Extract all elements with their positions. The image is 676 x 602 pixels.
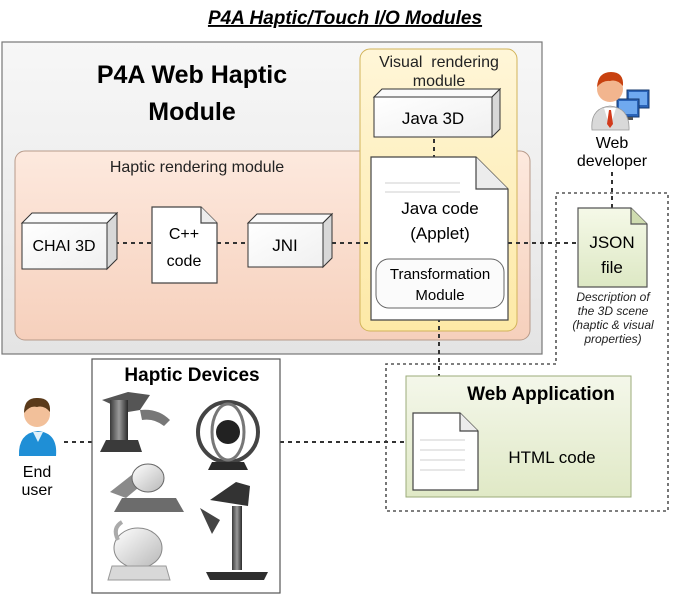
web-developer-line2: developer xyxy=(577,153,648,170)
html-code-document xyxy=(412,412,479,491)
transformation-line1: Transformation xyxy=(390,266,490,283)
visual-rendering-label-line1: Visual rendering xyxy=(379,54,499,71)
visual-rendering-label-line2: module xyxy=(413,73,466,90)
web-application-title: Web Application xyxy=(467,384,615,405)
diagram-title: P4A Haptic/Touch I/O Modules xyxy=(208,8,482,29)
haptic-rendering-label: Haptic rendering module xyxy=(110,159,284,176)
json-file-document: JSON file xyxy=(577,207,648,288)
json-description-line: (haptic & visual xyxy=(572,318,654,332)
jni-label: JNI xyxy=(272,236,298,255)
web-app-region-border xyxy=(385,192,669,512)
transformation-line2: Module xyxy=(415,287,464,304)
web-developer-figure: Web developer xyxy=(577,72,650,170)
json-file-line1: JSON xyxy=(589,233,634,252)
json-file-line2: file xyxy=(601,258,623,277)
cpp-code-document: C++ code xyxy=(151,206,218,284)
java-code-line2: (Applet) xyxy=(410,224,470,243)
end-user-line1: End xyxy=(23,464,51,481)
web-developer-person-icon xyxy=(591,72,630,131)
cpp-line1: C++ xyxy=(169,226,199,243)
json-description-line: the 3D scene xyxy=(578,304,649,318)
json-description-line: Description of xyxy=(576,290,651,304)
jni-cube: JNI xyxy=(246,212,334,269)
cpp-line2: code xyxy=(167,253,202,270)
end-user-person-icon xyxy=(18,397,57,456)
html-code-label: HTML code xyxy=(508,448,595,467)
haptic-device-icon xyxy=(100,392,268,581)
chai3d-cube: CHAI 3D xyxy=(20,211,119,271)
connector-lines xyxy=(64,139,613,443)
transformation-module-box xyxy=(375,258,505,309)
web-developer-line1: Web xyxy=(596,135,629,152)
java-code-document: Java code (Applet) Transformation Module xyxy=(370,156,509,321)
module-title-line1: P4A Web Haptic xyxy=(97,61,287,89)
chai3d-label: CHAI 3D xyxy=(32,238,95,255)
module-title-line2: Module xyxy=(148,98,236,126)
haptic-devices-title: Haptic Devices xyxy=(124,365,259,386)
end-user-line2: user xyxy=(21,482,53,499)
java-code-line1: Java code xyxy=(401,199,479,218)
json-description-line: properties) xyxy=(583,332,641,346)
java3d-cube: Java 3D xyxy=(372,87,502,139)
json-description: Description of the 3D scene (haptic & vi… xyxy=(572,290,654,346)
java3d-label: Java 3D xyxy=(402,109,464,128)
